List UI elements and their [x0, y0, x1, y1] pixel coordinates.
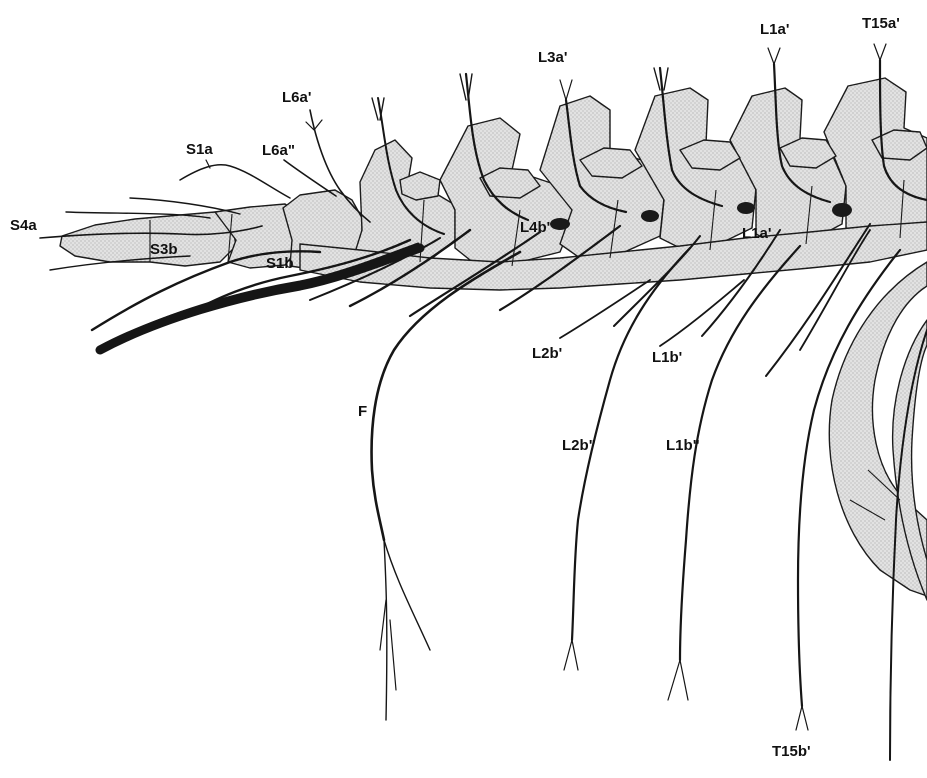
- label-s3b: S3b: [150, 241, 178, 258]
- femoral-branch-3: [380, 600, 396, 690]
- label-l2b-double: L2b": [562, 437, 596, 454]
- femoral-branch-1: [384, 540, 387, 720]
- label-s1b: S1b: [266, 255, 294, 272]
- label-l3a-prime: L3a': [538, 49, 567, 66]
- label-t15b-prime: T15b': [772, 743, 811, 760]
- label-l1b-double: L1b": [666, 437, 700, 454]
- label-l1a-prime-inner: L1a': [742, 225, 771, 242]
- label-s1a: S1a: [186, 141, 213, 158]
- l1b-double-fork: [668, 660, 688, 700]
- label-l1b-prime: L1b': [652, 349, 682, 366]
- l2b-double-fork: [564, 640, 578, 670]
- ganglion-l3: [641, 210, 659, 222]
- label-l4b-prime: L4b': [520, 219, 550, 236]
- femoral-nerve: [372, 252, 520, 540]
- label-l1a-prime: L1a': [760, 21, 789, 38]
- caudal-vertebra-tip: [60, 212, 236, 266]
- l3a-prime-stem: [560, 80, 572, 100]
- t15a-prime-stem: [874, 44, 886, 60]
- label-t15a-prime: T15a': [862, 15, 900, 32]
- l6a-double-ramus: [284, 160, 336, 196]
- ganglion-l2: [737, 202, 755, 214]
- label-s4a: S4a: [10, 217, 37, 234]
- s1a-branch: [180, 165, 290, 198]
- label-l2b-prime: L2b': [532, 345, 562, 362]
- label-femoral: F: [358, 403, 367, 420]
- label-l6a-double: L6a": [262, 142, 295, 159]
- t15b-prime-fork: [796, 706, 808, 730]
- l1a-prime-stem: [768, 48, 780, 64]
- label-l6a-prime: L6a': [282, 89, 311, 106]
- ganglion-l1: [832, 203, 852, 217]
- ganglion-l4: [550, 218, 570, 230]
- l2b-prime-branch: [560, 280, 650, 338]
